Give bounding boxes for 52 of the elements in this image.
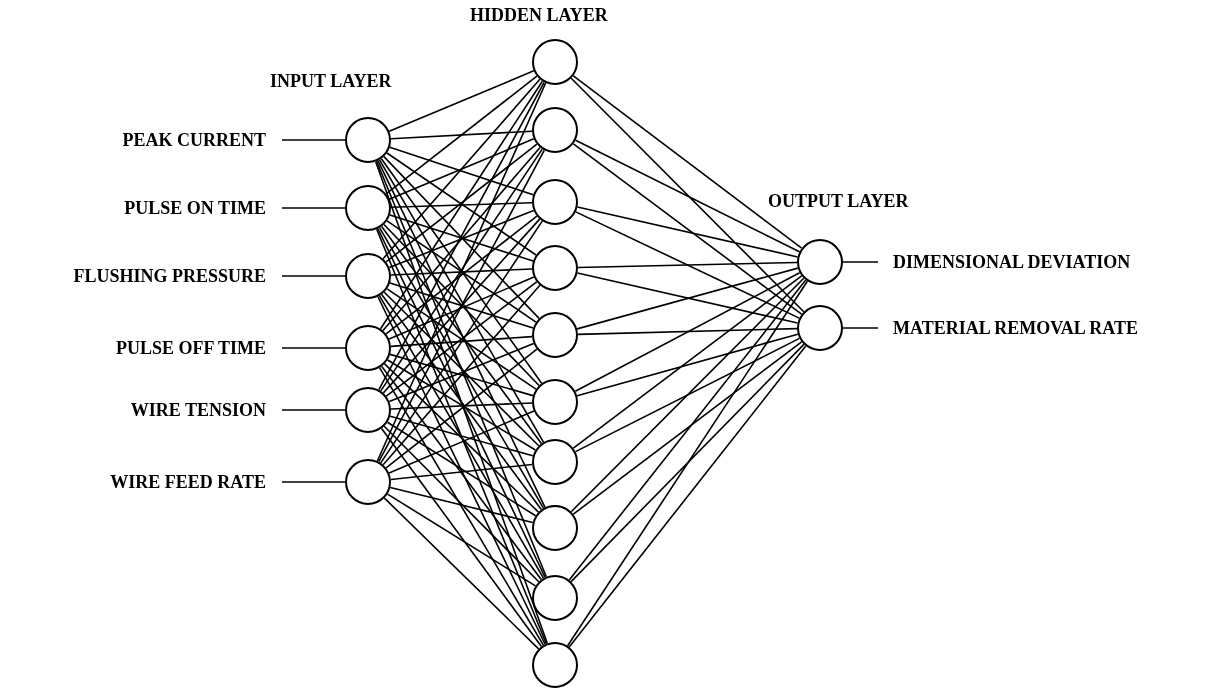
- connection-line: [382, 78, 541, 260]
- connection-line: [385, 75, 538, 195]
- connection-line: [281, 409, 346, 411]
- output-label: DIMENSIONAL DEVIATION: [893, 253, 1131, 271]
- connection-line: [386, 493, 537, 587]
- connection-line: [577, 327, 798, 336]
- connection-line: [385, 215, 538, 335]
- input-label: WIRE FEED RATE: [110, 473, 266, 491]
- connection-line: [390, 268, 533, 276]
- layer-heading: OUTPUT LAYER: [768, 192, 909, 210]
- connection-line: [281, 347, 346, 349]
- connection-line: [281, 481, 346, 483]
- connection-line: [570, 277, 805, 513]
- input-label: PULSE OFF TIME: [115, 339, 266, 357]
- connection-line: [572, 142, 803, 316]
- connection-line: [842, 261, 879, 263]
- connection-line: [386, 220, 537, 323]
- input-label: WIRE TENSION: [130, 401, 266, 419]
- connection-line: [570, 343, 805, 583]
- connection-line: [568, 345, 807, 648]
- connection-line: [390, 402, 533, 410]
- input-label: FLUSHING PRESSURE: [73, 267, 266, 285]
- connection-line: [281, 275, 346, 277]
- connection-line: [383, 425, 540, 583]
- connection-line: [386, 359, 537, 451]
- connection-line: [577, 261, 798, 269]
- connection-line: [572, 75, 803, 249]
- connection-line: [380, 365, 542, 581]
- connection-line: [281, 139, 346, 141]
- connection-line: [380, 427, 543, 648]
- connection-line: [380, 293, 543, 511]
- layer-heading: INPUT LAYER: [270, 72, 392, 90]
- layer-heading: HIDDEN LAYER: [470, 6, 608, 24]
- connection-line: [385, 348, 538, 469]
- input-label: PULSE ON TIME: [124, 199, 266, 217]
- connection-line: [572, 275, 803, 449]
- connection-line: [390, 335, 533, 348]
- connection-line: [842, 327, 879, 329]
- connection-line: [386, 421, 537, 517]
- input-label: PEAK CURRENT: [122, 131, 266, 149]
- connection-line: [382, 284, 541, 466]
- connection-line: [383, 363, 540, 513]
- connection-line: [383, 497, 540, 650]
- connection-line: [281, 207, 346, 209]
- connection-line: [572, 341, 803, 515]
- connection-line: [390, 130, 533, 140]
- output-label: MATERIAL REMOVAL RATE: [893, 319, 1139, 337]
- connection-line: [390, 463, 533, 481]
- connection-line: [390, 201, 533, 209]
- connection-line: [383, 291, 540, 447]
- connection-line: [570, 77, 805, 313]
- connection-line: [568, 279, 807, 581]
